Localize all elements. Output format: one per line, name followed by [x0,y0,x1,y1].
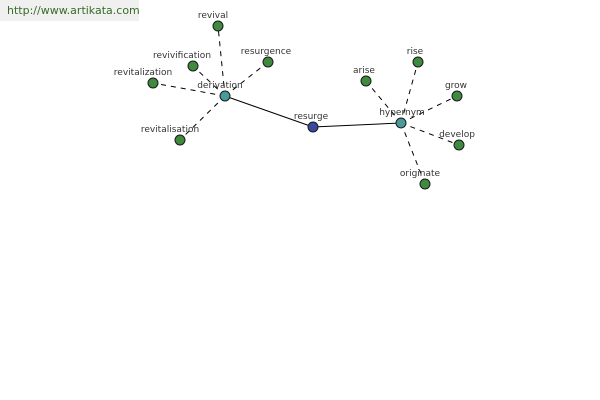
site-watermark: http://www.artikata.com [0,0,140,21]
node-revivification[interactable] [187,60,199,72]
node-label-arise[interactable]: arise [353,66,375,76]
node-revitalisation[interactable] [174,134,186,146]
edge-resurge-derivation [224,95,314,128]
node-label-revivification[interactable]: revivification [153,51,211,61]
edge-derivation-revival [217,25,226,97]
edge-hypernym-develop [400,122,460,146]
edge-resurge-hypernym [312,122,402,128]
node-label-rise[interactable]: rise [407,47,424,57]
node-label-develop[interactable]: develop [439,130,475,140]
edge-derivation-revitalization [152,82,226,97]
edge-hypernym-rise [400,61,419,124]
node-derivation[interactable] [219,90,231,102]
node-revitalization[interactable] [147,77,159,89]
node-arise[interactable] [360,75,372,87]
node-label-revival[interactable]: revival [198,11,228,21]
node-label-revitalisation[interactable]: revitalisation [141,125,199,135]
node-develop[interactable] [453,139,465,151]
node-resurge[interactable] [307,121,319,133]
node-grow[interactable] [451,90,463,102]
node-originate[interactable] [419,178,431,190]
edge-derivation-revivification [192,65,226,97]
node-label-resurge[interactable]: resurge [294,112,329,122]
node-label-originate[interactable]: originate [400,169,441,179]
labels-layer: resurge derivation hypernym revival revivifi… [114,11,475,179]
edge-hypernym-originate [400,122,426,185]
node-label-derivation[interactable]: derivation [197,81,243,91]
node-label-hypernym[interactable]: hypernym [379,108,425,118]
node-label-revitalization[interactable]: revitalization [114,68,172,78]
nodes-layer [147,20,465,190]
edge-derivation-revitalisation [179,95,226,141]
node-revival[interactable] [212,20,224,32]
node-label-grow[interactable]: grow [445,81,467,91]
node-resurgence[interactable] [262,56,274,68]
node-hypernym[interactable] [395,117,407,129]
node-label-resurgence[interactable]: resurgence [241,47,292,57]
node-rise[interactable] [412,56,424,68]
edge-hypernym-grow [400,95,458,124]
edges-layer [152,25,460,185]
